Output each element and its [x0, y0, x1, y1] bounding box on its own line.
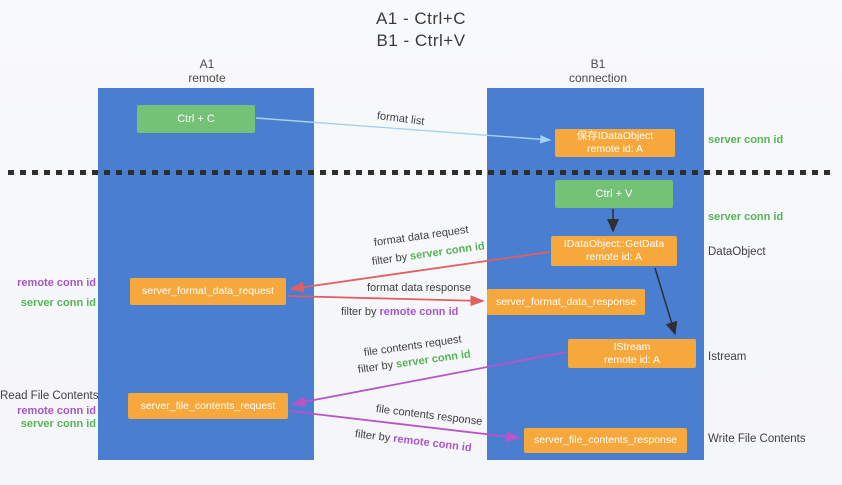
filter-by-text-4: filter by: [354, 428, 394, 445]
left-label-read-file-contents: Read File Contents: [0, 390, 99, 402]
column-header-b1: B1 connection: [538, 57, 658, 85]
column-a1-role: remote: [188, 71, 226, 85]
left-label-remote-conn-id-2: remote conn id: [17, 405, 96, 417]
arrow-format-data-response: [286, 295, 485, 307]
server-file-contents-response-box: server_file_contents_response: [524, 428, 687, 453]
dotted-separator-line: [8, 170, 834, 175]
server-file-contents-request-label: server_file_contents_request: [140, 399, 276, 412]
label-filter-by-remote-conn-id-1: filter by remote conn id: [341, 306, 458, 318]
label-file-contents-response: file contents response: [375, 403, 483, 428]
server-file-contents-response-label: server_file_contents_response: [533, 434, 677, 446]
getdata-line2: remote id: A: [585, 251, 643, 263]
label-format-data-response: format data response: [367, 282, 471, 294]
filter-by-text-1: filter by: [371, 250, 411, 268]
save-idataobject-line1: 保存IDataObject: [576, 130, 654, 142]
column-b1-id: B1: [590, 57, 606, 71]
server-format-data-request-label: server_format_data_request: [142, 285, 274, 297]
idataobject-getdata-box: IDataObject::GetData remote id: A: [551, 236, 677, 266]
ctrl-c-box: Ctrl + C: [137, 105, 255, 133]
save-idataobject-box: 保存IDataObject remote id: A: [555, 129, 675, 157]
server-format-data-request-box: server_format_data_request: [130, 278, 286, 305]
filter-by-text-3: filter by: [357, 358, 397, 376]
left-label-server-conn-id-1: server conn id: [20, 297, 96, 309]
ctrl-c-label: Ctrl + C: [177, 112, 215, 125]
column-b1-role: connection: [568, 71, 628, 85]
ctrl-v-label: Ctrl + V: [595, 187, 633, 200]
server-conn-id-text-1: server conn id: [409, 240, 486, 263]
server-file-contents-request-box: server_file_contents_request: [128, 393, 288, 419]
ctrl-v-box: Ctrl + V: [555, 180, 673, 208]
remote-conn-id-text-2: remote conn id: [392, 432, 473, 455]
server-format-data-response-label: server_format_data_response: [495, 295, 637, 308]
label-filter-by-remote-conn-id-2: filter by remote conn id: [354, 428, 472, 454]
getdata-line1: IDataObject::GetData: [563, 238, 665, 250]
title-line-2: B1 - Ctrl+V: [376, 31, 466, 50]
column-header-a1: A1 remote: [147, 57, 267, 85]
left-label-server-conn-id-2: server conn id: [20, 418, 96, 430]
column-a1-id: A1: [199, 57, 215, 71]
left-label-remote-conn-id-1: remote conn id: [17, 277, 96, 289]
remote-conn-id-text-1: remote conn id: [379, 306, 459, 318]
right-label-dataobject: DataObject: [708, 246, 766, 258]
istream-line2: remote id: A: [603, 353, 661, 366]
label-format-list: format list: [376, 110, 426, 128]
save-idataobject-line2: remote id: A: [586, 143, 644, 155]
server-format-data-response-box: server_format_data_response: [487, 289, 645, 315]
right-label-server-conn-id-2: server conn id: [708, 211, 784, 223]
right-label-istream: Istream: [708, 351, 747, 363]
istream-line1: IStream: [613, 340, 651, 353]
title-line-1: A1 - Ctrl+C: [375, 9, 467, 28]
filter-by-text-2: filter by: [341, 306, 380, 318]
diagram-title: A1 - Ctrl+C B1 - Ctrl+V: [0, 8, 842, 52]
right-label-write-file-contents: Write File Contents: [708, 433, 806, 445]
istream-box: IStream remote id: A: [568, 339, 696, 368]
right-label-server-conn-id-1: server conn id: [708, 134, 784, 146]
